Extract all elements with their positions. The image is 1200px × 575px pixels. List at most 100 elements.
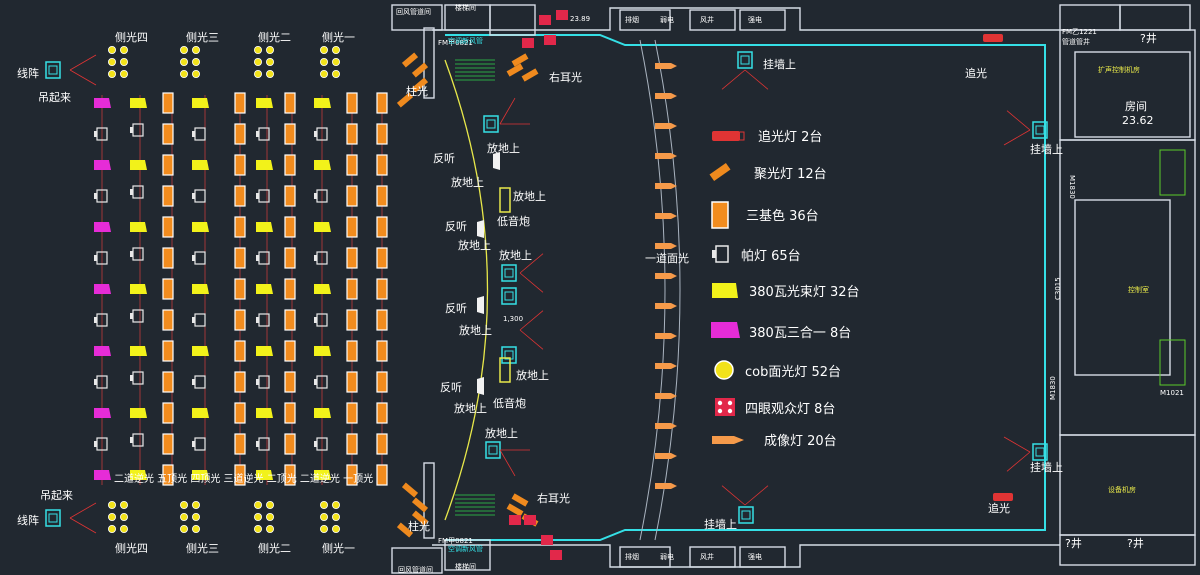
beam-light [130, 346, 147, 356]
tricolor-light [162, 247, 174, 269]
beam-light [256, 98, 273, 108]
tricolor-light [346, 123, 358, 145]
tricolor-light [234, 247, 246, 269]
floor-1: 放地上 [487, 141, 520, 155]
audience-blinder [541, 535, 553, 545]
tricolor-light [376, 371, 388, 393]
audience-blinder [556, 10, 568, 20]
weak-top: 弱电 [660, 15, 674, 24]
beam-light [130, 98, 147, 108]
tricolor-light [162, 123, 174, 145]
follow-spot-light [993, 493, 1013, 501]
side-light-4-bottom: 侧光四 [115, 541, 148, 555]
elec-bottom: 强电 [748, 552, 762, 561]
cob-light [120, 46, 129, 55]
duct-top: 空调新风管 [448, 36, 483, 45]
profile-light [655, 273, 677, 279]
building-walls [391, 4, 1196, 574]
cob-light [108, 46, 117, 55]
cob-light [191, 58, 200, 67]
profile-light [655, 333, 677, 339]
focus-light [511, 493, 529, 507]
floor-9: 放地上 [485, 426, 518, 440]
focus-light [411, 497, 429, 513]
par-light [192, 127, 206, 141]
pillar-light-bottom: 柱光 [408, 519, 430, 533]
beam-3in1-icon [711, 322, 740, 338]
beam-light [314, 160, 331, 170]
floor-5: 放地上 [499, 248, 532, 262]
tricolor-light [376, 309, 388, 331]
tricolor-light [346, 92, 358, 114]
control-room: 控制室 [1128, 285, 1149, 294]
beam-light [314, 284, 331, 294]
hoist-top: 吊起来 [38, 91, 71, 104]
cob-light [319, 70, 328, 79]
side-light-3-bottom: 侧光三 [186, 541, 219, 555]
plan-labels: 侧光四 侧光三 侧光二 侧光一 侧光四 侧光三 侧光二 侧光一 线阵 吊起来 吊… [17, 3, 1184, 574]
legend-label-9: 成像灯 20台 [764, 434, 837, 449]
tricolor-light [234, 154, 246, 176]
door-m1830-2: M1830 [1049, 376, 1057, 400]
subwoofer-2: 低音炮 [493, 396, 526, 410]
wall-hang-1: 挂墙上 [763, 57, 796, 71]
cob-light [191, 46, 200, 55]
focus-light [401, 52, 419, 68]
audience-blinder [522, 38, 534, 48]
cob-light [319, 46, 328, 55]
tricolor-light [346, 154, 358, 176]
tricolor-light [234, 185, 246, 207]
beam-light [314, 98, 331, 108]
cob-light [331, 58, 340, 67]
tricolor-light [162, 154, 174, 176]
cob-light [331, 70, 340, 79]
tricolor-light [162, 402, 174, 424]
profile-light [655, 303, 677, 309]
cob-light [253, 525, 262, 534]
legend-label-7: cob面光灯 52台 [745, 365, 841, 380]
profile-light [655, 93, 677, 99]
coverage-angle [519, 310, 544, 350]
beam-light [256, 346, 273, 356]
beam-light [130, 222, 147, 232]
floor-2: 放地上 [451, 175, 484, 189]
beam-light [314, 408, 331, 418]
coverage-angle [1003, 436, 1031, 472]
beam-3in1-light [94, 284, 111, 294]
fm-top-right: FM乙1221 [1062, 28, 1097, 36]
legend-label-4: 帕灯 65台 [741, 249, 801, 264]
beam-3in1-light [94, 222, 111, 232]
cob-light [108, 58, 117, 67]
floor-8: 放地上 [454, 401, 487, 415]
monitor-3: 反听 [445, 302, 467, 315]
par-light [192, 313, 206, 327]
first-face-light: 一道面光 [645, 251, 689, 265]
par-light [130, 371, 144, 385]
duct-bottom: 空调新风管 [448, 544, 483, 553]
tricolor-light [284, 371, 296, 393]
spot-light-icon [712, 131, 745, 141]
beam-3in1-light [94, 470, 111, 480]
par-light [256, 127, 270, 141]
tricolor-light [234, 340, 246, 362]
tricolor-light [284, 278, 296, 300]
side-light-3-top: 侧光三 [186, 30, 219, 44]
monitor-speaker [493, 152, 500, 170]
tricolor-light [376, 402, 388, 424]
profile-light [655, 453, 677, 459]
monitor-2: 反听 [445, 220, 467, 233]
wall-hang-2: 挂墙上 [1030, 142, 1063, 156]
profile-light [655, 363, 677, 369]
cob-light [253, 46, 262, 55]
line-array-speaker [738, 506, 754, 524]
beam-3in1-light [94, 98, 111, 108]
cob-light [331, 500, 340, 509]
room-sub: 扩声控制机房 [1098, 65, 1140, 74]
focus-light-icon [709, 162, 731, 182]
audience-blinder [524, 515, 536, 525]
par-light [130, 247, 144, 261]
weak-bottom: 弱电 [660, 552, 674, 561]
par-light [94, 375, 108, 389]
audience-blinder-icon [715, 398, 735, 416]
